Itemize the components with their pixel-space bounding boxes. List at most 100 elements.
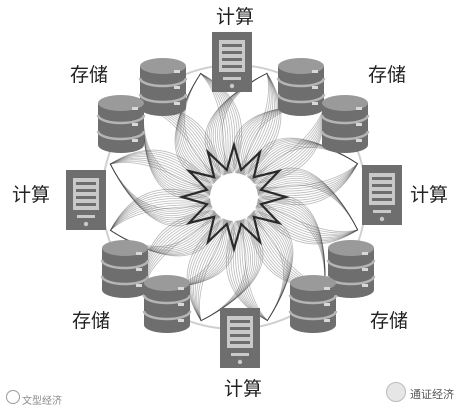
petal-line <box>109 193 220 255</box>
label-storage-bottom-left: 存储 <box>72 310 111 332</box>
petal-line <box>251 142 359 194</box>
petal-line <box>235 213 290 322</box>
petal-line <box>241 215 286 322</box>
storage-node-8 <box>288 275 338 333</box>
compute-node-top <box>212 32 252 92</box>
petal-line <box>109 204 216 249</box>
storage-node-3 <box>276 58 326 116</box>
petal-line <box>239 214 287 322</box>
petal-line <box>212 72 275 175</box>
petal-line <box>257 177 359 237</box>
petal-line <box>109 151 213 225</box>
storage-node-4 <box>320 95 370 153</box>
petal-line <box>109 200 217 252</box>
petal-line <box>109 159 211 214</box>
petal-line <box>176 72 238 183</box>
petal-line <box>257 180 359 235</box>
petal-line <box>253 147 359 188</box>
petal-line <box>175 72 240 184</box>
watermark-right-icon <box>386 382 406 402</box>
label-storage-top-left: 存储 <box>70 64 109 86</box>
storage-node-6 <box>142 275 192 333</box>
petal-line <box>109 157 211 217</box>
petal-line <box>256 171 359 242</box>
storage-node-7 <box>326 240 376 298</box>
watermark-left: 文型经济 <box>22 396 62 407</box>
petal-line <box>247 138 359 203</box>
petal-line <box>256 173 359 240</box>
petal-line <box>252 145 359 190</box>
petal-line <box>246 137 359 206</box>
petal-line <box>255 167 359 245</box>
petal-line <box>177 72 236 182</box>
petal-line <box>109 154 212 221</box>
label-storage-bottom-right: 存储 <box>370 310 409 332</box>
watermark-left-icon <box>6 390 20 404</box>
petal-line <box>109 149 213 227</box>
petal-line <box>232 212 291 322</box>
storage-node-1 <box>138 58 188 116</box>
petal-line <box>109 198 218 253</box>
petal-line <box>204 72 282 176</box>
petal-line <box>109 206 215 247</box>
storage-node-2 <box>96 95 146 153</box>
petal-line <box>199 220 247 322</box>
petal-line <box>214 72 274 174</box>
petal-line <box>174 72 243 185</box>
petal-line <box>186 218 264 322</box>
petal-line <box>109 152 212 223</box>
petal-line <box>219 72 271 174</box>
label-compute-right: 计算 <box>410 184 449 206</box>
watermark-right: 通证经济 <box>410 388 454 401</box>
petal-line <box>196 220 251 322</box>
database-cylinder-icon <box>100 240 150 298</box>
petal-line <box>182 72 227 179</box>
petal-line <box>225 209 294 322</box>
petal-line <box>228 210 293 322</box>
database-cylinder-icon <box>276 58 326 116</box>
petal-line <box>181 72 229 180</box>
petal-line <box>237 214 289 322</box>
petal-line <box>243 216 284 322</box>
petal-line <box>194 220 254 322</box>
label-compute-bottom: 计算 <box>224 378 263 400</box>
petal-line <box>109 195 219 254</box>
petal-line <box>250 141 359 196</box>
petal-line <box>256 175 359 238</box>
petal-line <box>197 220 249 322</box>
petal-line <box>109 191 221 256</box>
database-cylinder-icon <box>96 95 146 153</box>
petal-line <box>210 72 277 175</box>
server-tablet-icon <box>66 170 106 230</box>
petal-line <box>257 184 359 232</box>
label-compute-left: 计算 <box>12 184 51 206</box>
petal-line <box>248 139 359 201</box>
petal-line <box>230 211 292 322</box>
database-cylinder-icon <box>288 275 338 333</box>
server-tablet-icon <box>362 165 402 225</box>
petal-line <box>193 219 256 322</box>
database-cylinder-icon <box>142 275 192 333</box>
center-star <box>178 141 290 253</box>
petal-line <box>251 144 359 192</box>
server-tablet-icon <box>220 308 260 368</box>
database-cylinder-icon <box>138 58 188 116</box>
storage-node-5 <box>100 240 150 298</box>
petal-line <box>255 169 359 243</box>
database-cylinder-icon <box>320 95 370 153</box>
compute-node-right <box>362 165 402 225</box>
petal-line <box>217 72 272 174</box>
petal-line <box>188 218 262 322</box>
petal-line <box>109 202 217 250</box>
petal-line <box>184 72 225 178</box>
petal-line <box>189 219 260 322</box>
petal-line <box>179 72 231 180</box>
petal-line <box>109 156 212 219</box>
compute-node-bottom <box>220 308 260 368</box>
compute-node-left <box>66 170 106 230</box>
center-hole <box>212 175 256 219</box>
petal-line <box>191 219 258 322</box>
server-tablet-icon <box>212 32 252 92</box>
label-storage-top-right: 存储 <box>368 64 407 86</box>
